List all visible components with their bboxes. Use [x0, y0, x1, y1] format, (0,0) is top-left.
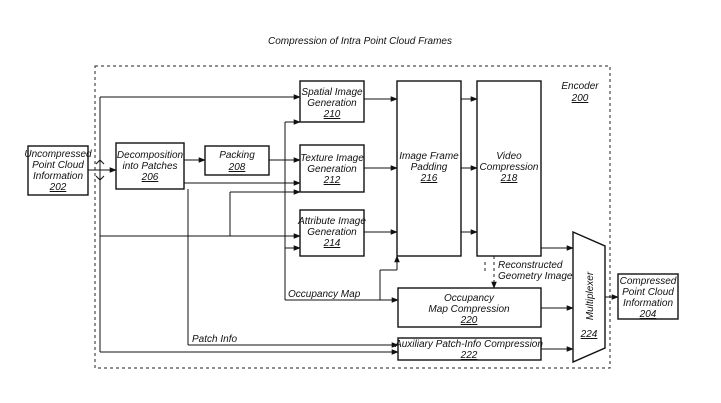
spatial-line2: Generation — [307, 98, 357, 109]
video-line1: Video — [496, 151, 522, 162]
attribute-line2: Generation — [307, 227, 357, 238]
occupancy-line2: Map Compression — [428, 304, 510, 315]
reconstructed-label-1: Reconstructed — [498, 260, 563, 271]
input-line1: Uncompressed — [24, 149, 92, 160]
texture-number: 212 — [323, 175, 341, 186]
input-number: 202 — [49, 182, 67, 193]
mux-number: 224 — [580, 329, 598, 340]
diagram-title: Compression of Intra Point Cloud Frames — [268, 36, 452, 47]
decomposition-number: 206 — [141, 172, 159, 183]
aux-compression-node: Auxiliary Patch-Info Compression 222 — [394, 337, 543, 361]
input-line2: Point Cloud — [32, 160, 84, 171]
multiplexer-node: Multiplexer 224 — [572, 230, 606, 364]
output-line2: Point Cloud — [622, 287, 674, 298]
texture-line1: Texture Image — [300, 153, 364, 164]
video-number: 218 — [500, 173, 518, 184]
packing-node: Packing 208 — [204, 145, 270, 176]
connectors: Patch Info Occupancy Map Reconstructed G… — [88, 94, 619, 355]
texture-line2: Generation — [307, 164, 357, 175]
padding-line2: Padding — [411, 162, 448, 173]
output-line1: Compressed — [620, 276, 677, 287]
packing-line1: Packing — [219, 150, 255, 161]
encoder-label: Encoder — [561, 81, 599, 92]
reconstructed-label-2: Geometry Image — [498, 271, 573, 282]
padding-number: 216 — [420, 173, 438, 184]
decomposition-line1: Decomposition — [117, 150, 184, 161]
patch-info-label: Patch Info — [192, 334, 237, 345]
spatial-image-node: Spatial Image Generation 210 — [299, 80, 365, 123]
image-frame-padding-node: Image Frame Padding 216 — [396, 80, 462, 257]
aux-line1: Auxiliary Patch-Info Compression — [394, 339, 543, 350]
encoder-boundary — [94, 65, 611, 369]
texture-image-node: Texture Image Generation 212 — [299, 144, 365, 193]
output-line3: Information — [623, 298, 673, 309]
decomposition-node: Decomposition into Patches 206 — [115, 142, 185, 190]
spatial-line1: Spatial Image — [301, 87, 363, 98]
mux-line1: Multiplexer — [585, 271, 596, 320]
occupancy-compression-node: Occupancy Map Compression 220 — [397, 287, 542, 328]
video-compression-node: Video Compression 218 — [476, 80, 542, 257]
input-node: Uncompressed Point Cloud Information 202 — [24, 145, 92, 196]
padding-line1: Image Frame — [399, 151, 459, 162]
input-line3: Information — [33, 171, 83, 182]
packing-number: 208 — [228, 162, 246, 173]
output-number: 204 — [639, 309, 657, 320]
video-line2: Compression — [480, 162, 539, 173]
attribute-line1: Attribute Image — [297, 216, 366, 227]
attribute-number: 214 — [323, 238, 341, 249]
aux-number: 222 — [460, 350, 478, 361]
occupancy-map-label: Occupancy Map — [288, 289, 361, 300]
encoder-number: 200 — [571, 93, 589, 104]
decomposition-line2: into Patches — [122, 161, 177, 172]
spatial-number: 210 — [323, 109, 341, 120]
occupancy-number: 220 — [460, 315, 478, 326]
occupancy-line1: Occupancy — [444, 293, 495, 304]
output-node: Compressed Point Cloud Information 204 — [617, 273, 679, 320]
attribute-image-node: Attribute Image Generation 214 — [297, 209, 366, 257]
